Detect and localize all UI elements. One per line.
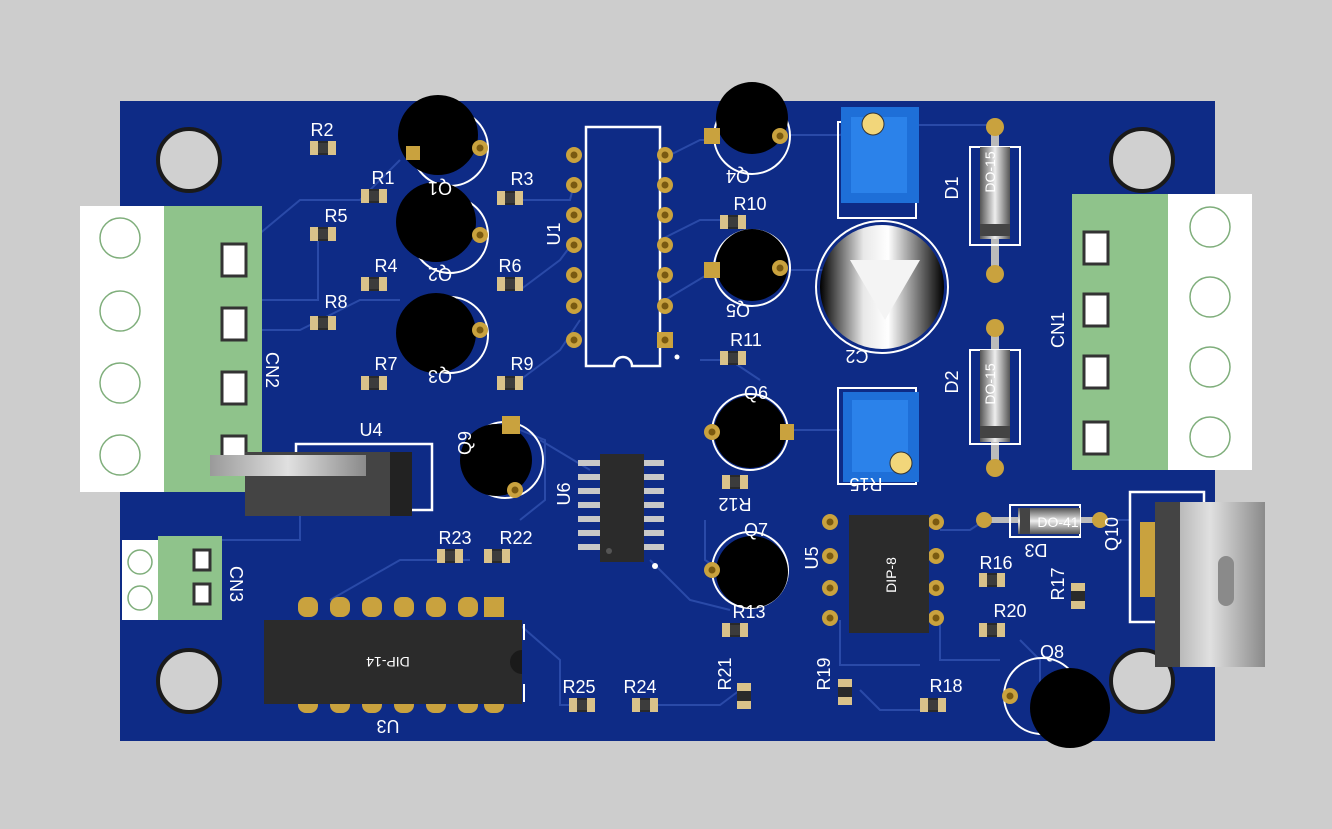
label-r4: R4 (374, 256, 397, 276)
label-r1: R1 (371, 168, 394, 188)
label-r6: R6 (498, 256, 521, 276)
label-d3: D3 (1024, 540, 1047, 560)
label-r15: R15 (849, 474, 882, 494)
label-q3: Q3 (428, 366, 452, 386)
label-cn2: CN2 (262, 352, 282, 388)
label-r5: R5 (324, 206, 347, 226)
transistor-q6 (704, 393, 794, 471)
transistor-q2 (396, 182, 489, 274)
label-q5: Q5 (726, 300, 750, 320)
silkscreen-labels: R2 R1 R5 R4 R8 R7 R3 R6 R9 R10 R11 R12 R… (226, 120, 1122, 736)
label-cn3: CN3 (226, 566, 246, 602)
d3-package-label: DO-41 (1037, 514, 1078, 530)
label-r12: R12 (718, 494, 751, 514)
transistor-q5 (704, 229, 791, 307)
trimmer-top (837, 107, 919, 219)
label-q7: Q7 (744, 520, 768, 540)
label-q4: Q4 (726, 166, 750, 186)
u3-package-label: DIP-14 (366, 654, 410, 670)
label-r23: R23 (438, 528, 471, 548)
label-u4: U4 (359, 420, 382, 440)
terminal-block-cn1 (1072, 194, 1252, 470)
diode-d3: DO-41 (976, 504, 1108, 538)
label-r19: R19 (814, 657, 834, 690)
transistor-q4 (704, 82, 791, 175)
label-q2: Q2 (428, 264, 452, 284)
transistor-q3 (396, 293, 489, 374)
transistor-q7 (704, 531, 789, 609)
label-q6: Q6 (744, 383, 768, 403)
label-q9: Q9 (455, 431, 475, 455)
d2-package-label: DO-15 (982, 363, 998, 404)
label-r10: R10 (733, 194, 766, 214)
trimmer-r15 (837, 387, 919, 485)
diode-d2: DO-15 (969, 319, 1021, 477)
label-q8: Q8 (1040, 642, 1064, 662)
label-r13: R13 (732, 602, 765, 622)
transistor-q8 (1002, 657, 1110, 748)
label-q10: Q10 (1102, 517, 1122, 551)
transistor-q10 (1128, 490, 1265, 667)
diode-d1: DO-15 (969, 118, 1021, 283)
label-r18: R18 (929, 676, 962, 696)
transistor-q1 (398, 95, 489, 187)
label-r17: R17 (1048, 567, 1068, 600)
terminal-block-cn3 (122, 536, 222, 620)
label-u3: U3 (376, 716, 399, 736)
label-u5: U5 (802, 546, 822, 569)
ic-u3: DIP-14 (264, 597, 525, 713)
transistor-q9 (460, 416, 544, 499)
label-r3: R3 (510, 169, 533, 189)
label-cn1: CN1 (1048, 312, 1068, 348)
terminal-block-cn2 (80, 206, 262, 492)
label-r7: R7 (374, 354, 397, 374)
label-d2: D2 (942, 370, 962, 393)
label-r8: R8 (324, 292, 347, 312)
d1-package-label: DO-15 (982, 151, 998, 192)
label-d1: D1 (942, 176, 962, 199)
label-q1: Q1 (428, 178, 452, 198)
label-r24: R24 (623, 677, 656, 697)
label-c2: C2 (845, 346, 868, 366)
label-r20: R20 (993, 601, 1026, 621)
transistors (396, 82, 1110, 748)
label-r9: R9 (510, 354, 533, 374)
ic-u6 (578, 454, 664, 569)
u5-package-label: DIP-8 (883, 557, 899, 593)
label-r16: R16 (979, 553, 1012, 573)
regulator-u4 (210, 442, 434, 516)
label-u1: U1 (544, 222, 564, 245)
capacitor-c2 (815, 220, 949, 354)
ic-footprint-u1 (566, 125, 680, 368)
label-r25: R25 (562, 677, 595, 697)
label-u6: U6 (554, 482, 574, 505)
label-r2: R2 (310, 120, 333, 140)
label-r11: R11 (730, 330, 762, 350)
ic-u5: DIP-8 (822, 514, 944, 633)
label-r21: R21 (715, 657, 735, 690)
label-r22: R22 (499, 528, 532, 548)
